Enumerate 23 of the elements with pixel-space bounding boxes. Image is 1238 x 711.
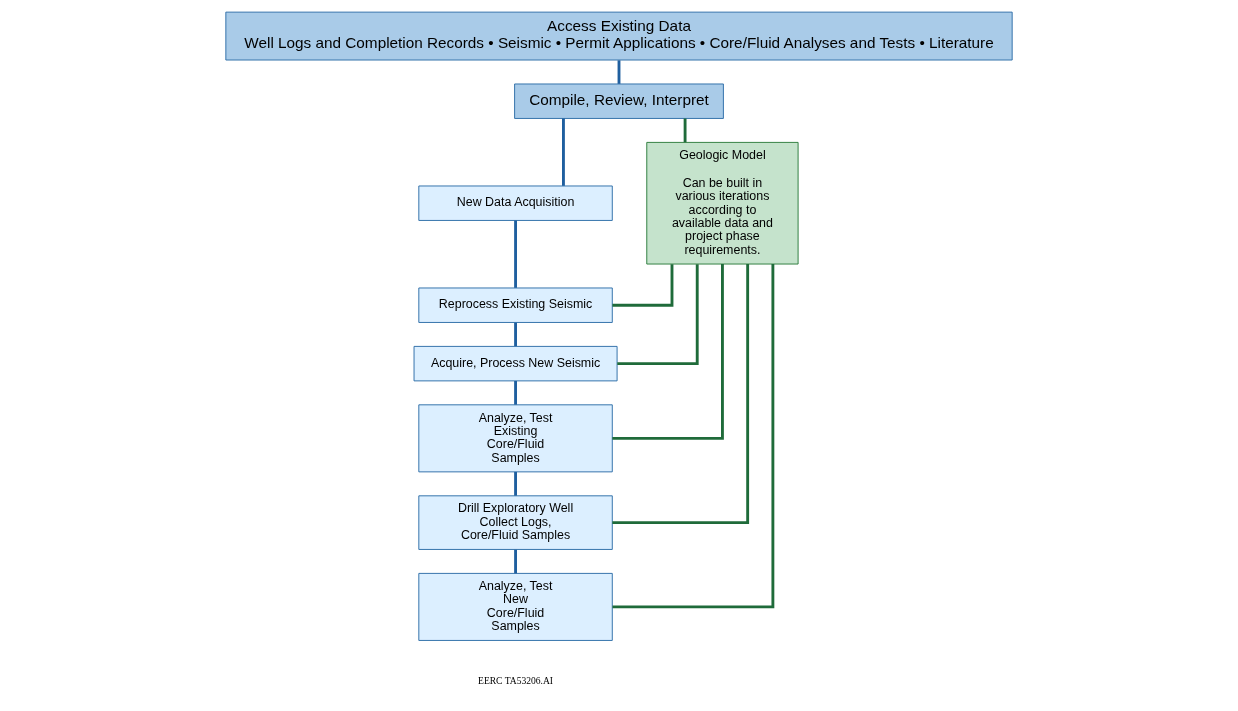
connector xyxy=(617,264,699,366)
connector xyxy=(612,264,750,525)
node-box: Analyze, Test Existing Core/Fluid Samples xyxy=(418,404,613,473)
node-box: Compile, Review, Interpret xyxy=(514,83,724,119)
node-box: Acquire, Process New Seismic xyxy=(413,345,618,382)
connector xyxy=(514,220,517,288)
connector xyxy=(612,264,775,609)
connector xyxy=(514,471,517,496)
connector xyxy=(617,60,621,84)
node-box: Access Existing Data Well Logs and Completion Records • Seismic • Permit Applications • Core/Fluid Analyses and Tests • Literature xyxy=(225,11,1013,61)
connector xyxy=(514,380,517,405)
label: EERC TA53206.AI xyxy=(478,675,554,687)
node-box: Drill Exploratory Well Collect Logs, Core/Fluid Samples xyxy=(418,495,613,550)
connector xyxy=(683,118,687,143)
connector xyxy=(612,264,674,307)
connector xyxy=(612,264,724,440)
node-box: Analyze, Test New Core/Fluid Samples xyxy=(418,572,613,641)
node-box: Geologic Model Can be built in various iterations according to available data and project phase requirements. xyxy=(646,141,799,265)
node-box: Reprocess Existing Seismic xyxy=(418,287,613,323)
connector xyxy=(562,118,565,186)
node-box: New Data Acquisition xyxy=(418,185,613,221)
connector xyxy=(514,322,517,347)
connector xyxy=(514,549,517,574)
